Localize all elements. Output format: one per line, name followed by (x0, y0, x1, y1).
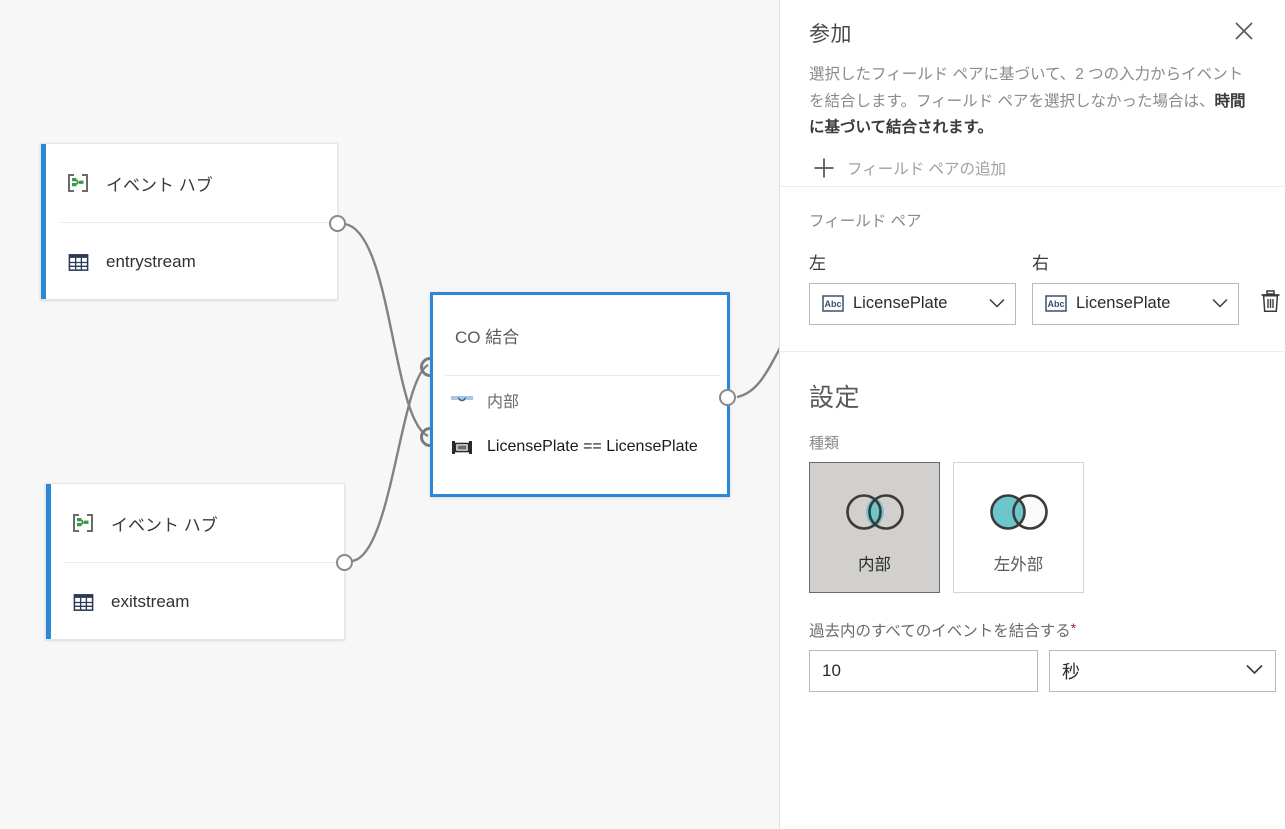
node-divider (59, 222, 337, 223)
right-field-value: LicensePlate (1076, 294, 1171, 313)
chevron-down-icon (1246, 662, 1263, 680)
svg-text:Abc: Abc (824, 299, 841, 309)
field-pair-right-label: 右 (1032, 253, 1049, 273)
table-icon (70, 589, 96, 615)
join-node-divider (445, 375, 721, 376)
event-hub-icon (70, 510, 96, 536)
join-window-unit-value: 秒 (1062, 661, 1080, 682)
panel-divider-2 (780, 350, 1285, 352)
pipeline-canvas[interactable]: イベント ハブ entrystream (0, 0, 779, 829)
field-pairs-caption: フィールド ペア (809, 212, 922, 230)
plus-icon (809, 153, 839, 183)
join-kind-options: 内部 左外部 (809, 461, 1285, 593)
panel-description-text: 選択したフィールド ペアに基づいて、2 つの入力からイベントを結合します。フィー… (809, 66, 1244, 110)
join-properties-panel: 参加 選択したフィールド ペアに基づいて、2 つの入力からイベントを結合します。… (779, 0, 1285, 829)
chevron-down-icon (1212, 295, 1228, 313)
join-window-section: 過去内のすべてのイベントを結合する* 秒 (780, 593, 1285, 692)
join-node-kind-row: 内部 (433, 376, 727, 424)
chevron-down-icon (989, 295, 1005, 313)
inner-join-icon (451, 393, 475, 407)
field-pair-icon (451, 440, 475, 455)
add-field-pair-button[interactable]: フィールド ペアの追加 (780, 142, 1285, 186)
table-icon (65, 249, 91, 275)
node-divider (64, 562, 344, 563)
node-output-port[interactable] (329, 215, 346, 232)
close-icon[interactable] (1227, 14, 1261, 48)
delete-field-pair-button[interactable] (1255, 283, 1285, 325)
trash-icon (1260, 290, 1281, 318)
settings-section: 設定 種類 内部 (780, 352, 1285, 593)
join-node-expression-row: LicensePlate == LicensePlate (433, 424, 727, 470)
settings-title: 設定 (809, 383, 861, 412)
abc-text-field-icon: Abc (822, 295, 844, 313)
node-exitstream[interactable]: イベント ハブ exitstream (45, 483, 353, 641)
join-kind-option-left-outer-label: 左外部 (993, 555, 1044, 574)
node-accent-bar (41, 144, 46, 299)
node-stream-label: exitstream (111, 592, 190, 611)
add-field-pair-label: フィールド ペアの追加 (847, 160, 1006, 178)
panel-description: 選択したフィールド ペアに基づいて、2 つの入力からイベントを結合します。フィー… (780, 48, 1285, 142)
page-title: 参加 (809, 23, 852, 46)
join-node-kind-label: 内部 (487, 394, 520, 411)
node-entrystream[interactable]: イベント ハブ entrystream (40, 143, 346, 301)
node-accent-bar (46, 484, 51, 639)
node-type-row: イベント ハブ (41, 144, 337, 222)
left-field-value: LicensePlate (853, 294, 948, 313)
join-kind-option-inner-label: 内部 (858, 555, 891, 574)
field-pair-left-column: 左 Abc LicensePlate (809, 249, 1016, 325)
join-window-label: 過去内のすべてのイベントを結合する* (809, 619, 1076, 641)
required-marker: * (1070, 619, 1077, 636)
node-output-port[interactable] (336, 554, 353, 571)
join-window-value-input[interactable] (809, 649, 1038, 692)
left-field-dropdown[interactable]: Abc LicensePlate (809, 282, 1016, 325)
panel-header: 参加 (780, 0, 1285, 48)
panel-divider-1 (780, 185, 1285, 187)
join-window-label-text: 過去内のすべてのイベントを結合する (809, 622, 1071, 640)
join-kind-option-inner[interactable]: 内部 (809, 461, 940, 593)
field-pair-left-label: 左 (809, 253, 826, 273)
field-pair-right-column: 右 Abc LicensePlate (1032, 249, 1239, 325)
field-pairs-section: フィールド ペア 左 Abc LicensePlate (780, 187, 1285, 325)
join-node-expression: LicensePlate == LicensePlate (487, 438, 698, 455)
field-pair-row: 左 Abc LicensePlate (809, 249, 1285, 325)
node-stream-row: entrystream (41, 223, 337, 301)
venn-left-outer-join-icon (981, 488, 1057, 541)
svg-text:Abc: Abc (1047, 299, 1064, 309)
venn-inner-join-icon (837, 488, 913, 541)
join-kind-label: 種類 (809, 434, 840, 452)
event-hub-icon (65, 170, 91, 196)
right-field-dropdown[interactable]: Abc LicensePlate (1032, 282, 1239, 325)
node-stream-label: entrystream (106, 252, 196, 271)
join-output-port[interactable] (719, 389, 736, 406)
join-window-controls: 秒 (809, 649, 1285, 692)
panel-description-emphasis: 時間に基づいて結合されます。 (809, 92, 1246, 137)
node-stream-row: exitstream (46, 563, 344, 641)
abc-text-field-icon: Abc (1045, 295, 1067, 313)
node-type-row: イベント ハブ (46, 484, 344, 562)
node-type-label: イベント ハブ (111, 515, 218, 535)
node-join[interactable]: CO 結合 内部 (415, 292, 736, 497)
join-window-unit-dropdown[interactable]: 秒 (1049, 649, 1276, 692)
join-node-title: CO 結合 (455, 327, 520, 347)
node-type-label: イベント ハブ (106, 175, 213, 195)
join-kind-option-left-outer[interactable]: 左外部 (953, 461, 1084, 593)
